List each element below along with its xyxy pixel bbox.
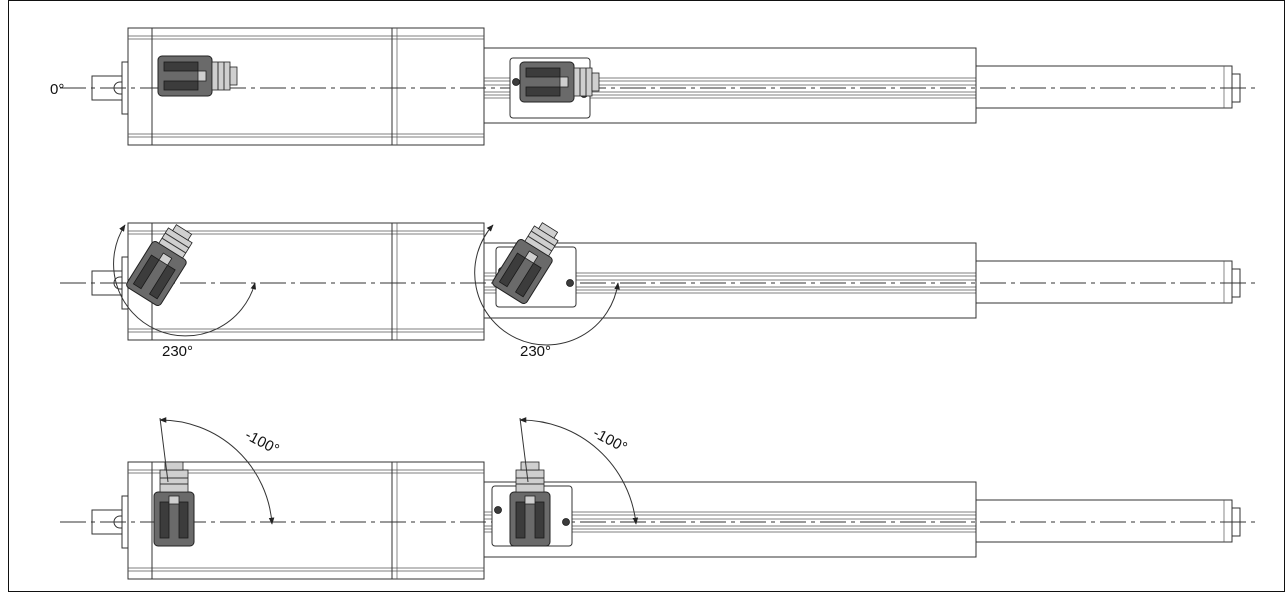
rail-connector-neg100 [509,461,551,547]
motor-connector-neg100 [153,461,195,547]
angle-label-230-left: 230° [162,343,193,360]
view-230-degrees [60,216,1260,346]
rail-connector-0 [519,61,600,103]
angle-label-neg100-right: -100° [590,425,630,457]
angle-label-230-right: 230° [520,343,551,360]
motor-connector-0 [157,55,238,97]
view-0-degrees [60,27,1260,146]
angle-label-neg100-left: -100° [242,427,282,459]
angle-label-0: 0° [50,81,64,98]
view-neg100-degrees [60,417,1260,580]
